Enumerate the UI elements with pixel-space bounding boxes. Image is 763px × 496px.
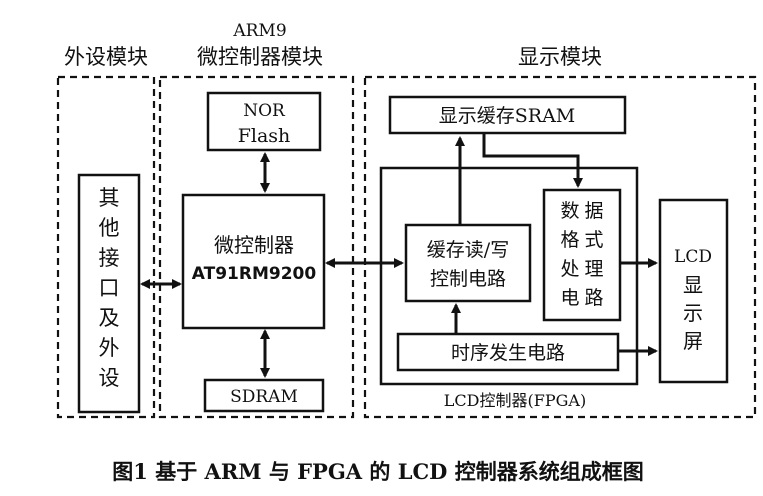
arm9-module: ARM9 微控制器模块 NOR Flash 微控制器 AT91RM9200 SD… xyxy=(158,21,355,419)
nor-flash-box xyxy=(206,91,322,152)
display-module: 显示模块 显示缓存SRAM LCD控制器(FPGA) 缓存读/写 控制电路 数 … xyxy=(363,45,757,419)
display-module-border xyxy=(363,75,757,419)
peripheral-module: 外设模块 其 他 接 口 及 外 设 xyxy=(56,45,156,419)
other-interfaces-char: 他 xyxy=(99,216,120,240)
cache-rw-control-label-line2: 控制电路 xyxy=(430,268,506,290)
connections xyxy=(140,133,658,378)
microcontroller-box xyxy=(181,193,326,330)
data-format-char: 据 xyxy=(584,200,603,222)
data-format-char: 处 xyxy=(560,258,579,280)
timing-generator-label: 时序发生电路 xyxy=(451,342,565,364)
other-interfaces-label: 其 他 接 口 及 外 设 xyxy=(99,186,120,390)
lcd-screen-box xyxy=(658,198,729,384)
lcd-screen-label: LCD 显 示 屏 xyxy=(674,247,712,353)
data-format-char: 数 xyxy=(560,200,579,222)
arm9-module-title-line2: 微控制器模块 xyxy=(197,45,323,69)
lcd-screen-char: 显 xyxy=(683,273,703,297)
data-format-char: 理 xyxy=(584,258,603,280)
nor-flash-label-line2: Flash xyxy=(238,125,291,147)
display-sram-box xyxy=(388,95,627,135)
other-interfaces-char: 口 xyxy=(99,276,120,300)
other-interfaces-char: 接 xyxy=(99,246,120,270)
other-interfaces-box xyxy=(77,173,141,414)
data-format-box xyxy=(542,188,622,322)
other-interfaces-char: 外 xyxy=(99,336,120,360)
cache-rw-control-box xyxy=(404,223,532,303)
other-interfaces-char: 其 xyxy=(99,186,120,210)
peripheral-module-title: 外设模块 xyxy=(64,45,148,69)
data-format-char: 电 xyxy=(560,287,579,309)
arm9-module-title-line1: ARM9 xyxy=(232,21,286,41)
lcd-screen-char: 屏 xyxy=(683,329,703,353)
fpga-controller-box xyxy=(379,166,639,386)
data-format-char: 式 xyxy=(584,229,603,251)
display-sram-label: 显示缓存SRAM xyxy=(439,105,576,127)
data-format-char: 路 xyxy=(584,287,603,309)
sdram-label: SDRAM xyxy=(230,387,298,407)
figure-caption: 图1 基于 ARM 与 FPGA 的 LCD 控制器系统组成框图 xyxy=(112,459,643,484)
microcontroller-label-line2: AT91RM9200 xyxy=(192,264,317,284)
sram-to-data-format-arrow xyxy=(482,133,583,188)
fpga-controller-label: LCD控制器(FPGA) xyxy=(444,391,586,410)
display-module-title: 显示模块 xyxy=(518,45,602,69)
other-interfaces-char: 设 xyxy=(99,366,120,390)
microcontroller-label-line1: 微控制器 xyxy=(214,233,294,257)
nor-flash-label-line1: NOR xyxy=(243,101,286,121)
lcd-screen-char: 示 xyxy=(683,301,703,325)
peripheral-module-border xyxy=(56,75,156,419)
lcd-screen-text: LCD xyxy=(674,247,712,267)
other-interfaces-char: 及 xyxy=(99,306,120,330)
cache-rw-control-label-line1: 缓存读/写 xyxy=(427,239,509,261)
data-format-label: 数 据 格 式 处 理 电 路 xyxy=(560,200,603,309)
sdram-box xyxy=(203,378,325,413)
arm9-module-border xyxy=(158,75,355,419)
data-format-char: 格 xyxy=(560,229,579,251)
